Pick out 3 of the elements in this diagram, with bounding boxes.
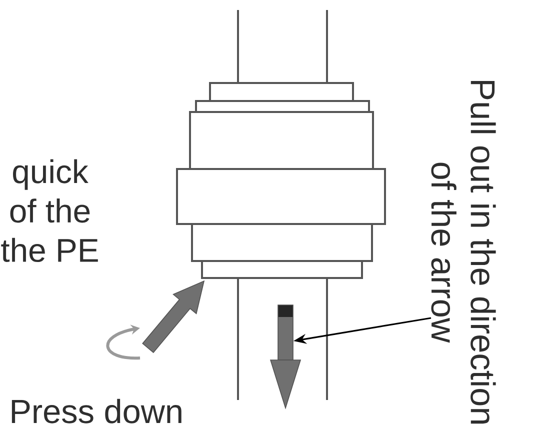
instruction-text: Pull out in the direction of the arrow <box>431 80 496 424</box>
instruction-text: quick of the the PE <box>1 159 98 262</box>
instruction-text: Press down <box>12 398 182 424</box>
